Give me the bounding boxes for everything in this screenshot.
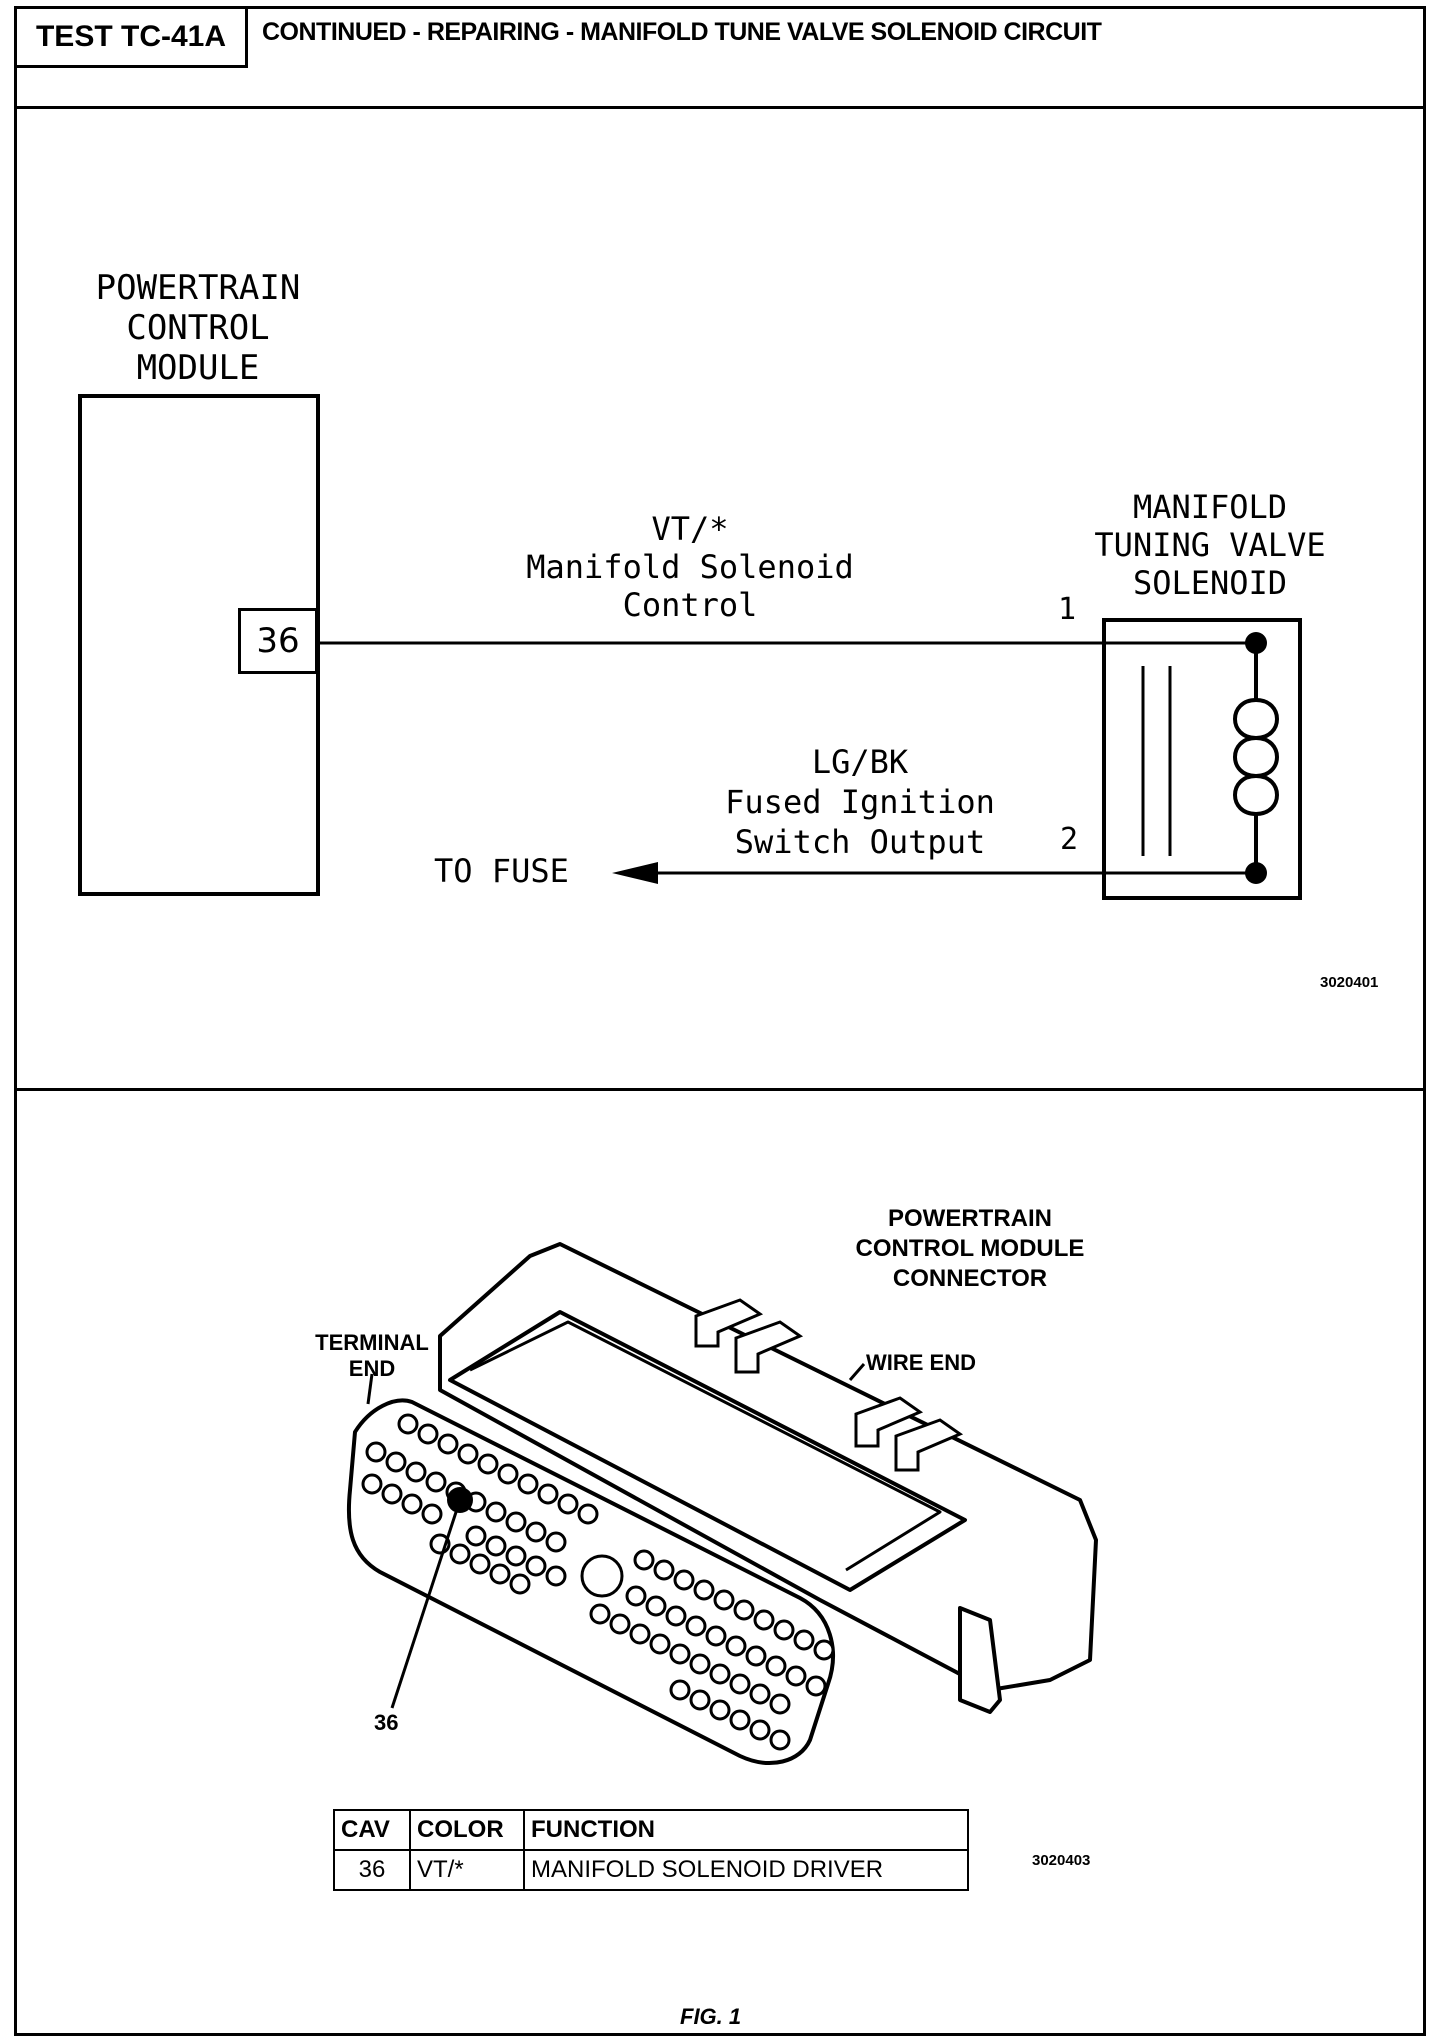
cavity-36-callout-line [390, 1505, 460, 1709]
to-fuse-label: TO FUSE [434, 852, 569, 890]
solenoid-label: MANIFOLD TUNING VALVE SOLENOID [1040, 488, 1380, 602]
wire1-pin-number: 1 [1058, 592, 1077, 627]
wire2-desc-line: Fused Ignition [725, 783, 995, 821]
wire-end-pointer [848, 1363, 866, 1381]
pcm-label-line: MODULE [136, 348, 260, 388]
cell-cav: 36 [333, 1849, 411, 1891]
wire1-desc-line: Manifold Solenoid [526, 548, 854, 586]
figure-caption: FIG. 1 [680, 2004, 742, 2029]
pcm-module-box [78, 394, 320, 896]
header-cav: CAV [333, 1809, 411, 1851]
solenoid-label-line: MANIFOLD [1132, 488, 1288, 526]
wire2-label: LG/BK Fused Ignition Switch Output [680, 742, 1040, 862]
section-separator [14, 1088, 1426, 1091]
page-frame [14, 6, 1426, 2036]
terminal-end-label: TERMINAL END [306, 1330, 438, 1382]
latch-clip [694, 1298, 964, 1472]
terminal-end-line: END [348, 1356, 396, 1381]
connector-key-hole [580, 1554, 624, 1598]
test-id-box: TEST TC-41A [14, 6, 248, 68]
pcm-pin-36: 36 [238, 608, 318, 674]
header-color: COLOR [409, 1809, 525, 1851]
pcm-label: POWERTRAIN CONTROL MODULE [58, 268, 338, 388]
cell-color: VT/* [409, 1849, 525, 1891]
table-row: 36 VT/* MANIFOLD SOLENOID DRIVER [333, 1849, 969, 1891]
wire1-label: VT/* Manifold Solenoid Control [480, 510, 900, 624]
wire2-color-code: LG/BK [811, 743, 909, 781]
solenoid-label-line: SOLENOID [1132, 564, 1288, 602]
cavity-table: CAV COLOR FUNCTION 36 VT/* MANIFOLD SOLE… [333, 1809, 969, 1891]
connector-title-line: POWERTRAIN [888, 1205, 1052, 1232]
header-separator [14, 106, 1426, 109]
cavity-36-highlight [447, 1487, 473, 1513]
schematic-figure-id: 3020401 [1320, 974, 1379, 991]
solenoid-box [1102, 618, 1302, 900]
solenoid-label-line: TUNING VALVE [1094, 526, 1326, 564]
cavity-table-header: CAV COLOR FUNCTION [333, 1809, 969, 1851]
wire-end-label: WIRE END [866, 1350, 976, 1375]
connector-title: POWERTRAIN CONTROL MODULE CONNECTOR [830, 1204, 1110, 1294]
connector-title-line: CONNECTOR [892, 1265, 1048, 1292]
to-fuse-arrow-icon [612, 862, 658, 884]
pcm-label-line: POWERTRAIN [95, 268, 301, 308]
wire2-desc-line: Switch Output [734, 823, 986, 861]
cell-function: MANIFOLD SOLENOID DRIVER [523, 1849, 969, 1891]
solenoid-coil-icon [1233, 643, 1279, 873]
pcm-label-line: CONTROL [126, 308, 270, 348]
connector-title-line: CONTROL MODULE [855, 1235, 1085, 1262]
terminal-end-line: TERMINAL [315, 1330, 429, 1355]
terminal-end-pointer [366, 1373, 374, 1405]
test-id: TEST TC-41A [35, 20, 227, 53]
pcm-pin-label: 36 [256, 621, 300, 661]
header-function: FUNCTION [523, 1809, 969, 1851]
wire1-color-code: VT/* [651, 510, 729, 548]
wire2-pin-number: 2 [1060, 822, 1079, 857]
cavity-callout-number: 36 [374, 1710, 399, 1735]
wire1-desc-line: Control [622, 586, 758, 624]
connector-figure-id: 3020403 [1032, 1852, 1091, 1869]
header-title: CONTINUED - REPAIRING - MANIFOLD TUNE VA… [262, 18, 1102, 46]
